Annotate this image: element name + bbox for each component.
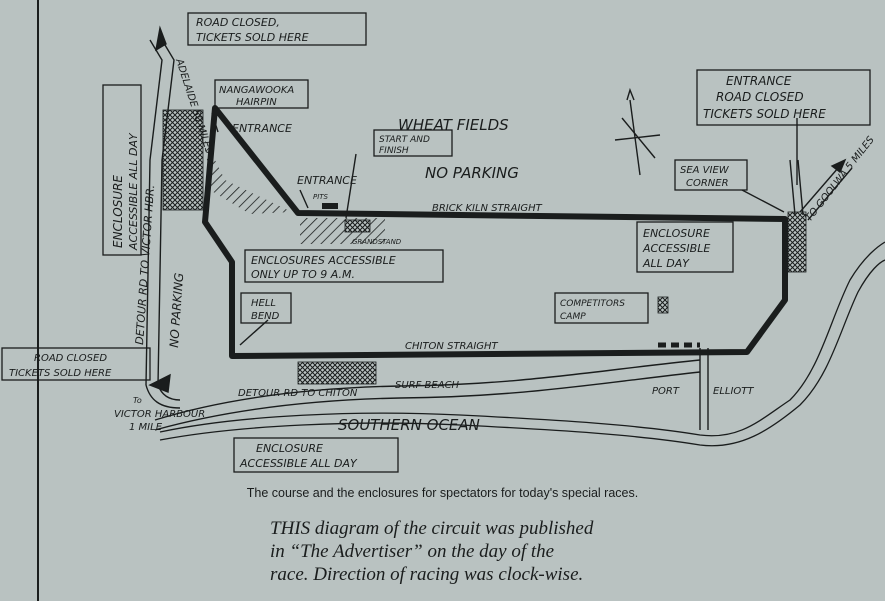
start-finish-line2: FINISH bbox=[379, 146, 409, 156]
road-closed-left-line1: ROAD CLOSED bbox=[34, 353, 107, 364]
coastline bbox=[159, 241, 885, 447]
hell-bend-line1: HELL bbox=[251, 298, 276, 309]
article-caption-line2: in “The Advertiser” on the day of the bbox=[270, 541, 555, 562]
entrance-right-line3: TICKETS SOLD HERE bbox=[703, 107, 826, 121]
race-circuit bbox=[202, 105, 788, 359]
nangawooka-enclosure-area bbox=[205, 140, 292, 214]
entrance-right-line1: ENTRANCE bbox=[726, 74, 792, 88]
southern-ocean-label: SOUTHERN OCEAN bbox=[338, 416, 480, 434]
brick-kiln-straight-label: BRICK KILN STRAIGHT bbox=[432, 203, 543, 214]
enclosure-areas bbox=[162, 109, 807, 385]
enclosure-9am-line1: ENCLOSURES ACCESSIBLE bbox=[251, 254, 396, 267]
surf-beach-label: SURF BEACH bbox=[395, 380, 460, 391]
wheat-fields-label: WHEAT FIELDS bbox=[398, 116, 509, 134]
nangawooka-box bbox=[214, 79, 309, 109]
enclosure-9am-box bbox=[244, 249, 444, 283]
direction-arrows bbox=[148, 25, 847, 393]
left-enclosure-box bbox=[102, 84, 142, 256]
nangawooka-line2: HAIRPIN bbox=[236, 97, 277, 108]
goolwa-label: TO GOOLWA 5 MILES bbox=[804, 134, 877, 224]
bottom-enclosure-line1: ENCLOSURE bbox=[256, 442, 323, 455]
nangawooka-line1: NANGAWOOKA bbox=[219, 85, 294, 96]
entrance-top-label: ENTRANCE bbox=[232, 122, 292, 135]
pits-area bbox=[322, 203, 338, 209]
road-closed-top-box bbox=[187, 12, 367, 46]
sea-view-line2: CORNER bbox=[686, 178, 729, 189]
article-caption: THIS diagram of the circuit was publishe… bbox=[270, 517, 670, 586]
left-enclosure-area bbox=[162, 109, 204, 211]
port-elliott-line1: PORT bbox=[652, 386, 680, 397]
port-elliott-line2: ELLIOTT bbox=[713, 386, 754, 397]
detour-chiton-label: DETOUR RD TO CHITON bbox=[238, 388, 358, 399]
competitors-line2: CAMP bbox=[560, 312, 586, 322]
entrance-mid-label: ENTRANCE bbox=[297, 174, 357, 187]
grandstand bbox=[344, 219, 371, 233]
entrance-right-line2: ROAD CLOSED bbox=[716, 90, 804, 104]
right-enclosure-box bbox=[636, 221, 734, 273]
competitors-line1: COMPETITORS bbox=[560, 299, 625, 309]
hell-bend-box bbox=[240, 292, 292, 324]
road-closed-top-line2: TICKETS SOLD HERE bbox=[196, 31, 309, 44]
grandstand-label: GRANDSTAND bbox=[352, 238, 402, 246]
right-enclosure-line1: ENCLOSURE bbox=[643, 227, 710, 240]
enclosure-9am-line2: ONLY UP TO 9 A.M. bbox=[251, 268, 355, 281]
victor-harbour-line2: VICTOR HARBOUR bbox=[114, 409, 205, 420]
article-caption-line3: race. Direction of racing was clock-wise… bbox=[270, 564, 584, 585]
hell-bend-line2: BEND bbox=[251, 311, 280, 322]
road-closed-left-box bbox=[1, 347, 151, 381]
no-parking-left-label: NO PARKING bbox=[167, 272, 186, 348]
pits-label: PITS bbox=[313, 193, 329, 201]
article-caption-line1: THIS diagram of the circuit was publishe… bbox=[270, 518, 594, 539]
right-enclosure-area bbox=[787, 211, 807, 273]
competitors-camp-marker bbox=[657, 296, 669, 314]
competitors-box bbox=[554, 292, 649, 324]
no-parking-top-label: NO PARKING bbox=[425, 164, 519, 182]
victor-harbour-line1: To bbox=[133, 396, 142, 405]
victor-harbour-line3: 1 MILE bbox=[129, 422, 163, 433]
bottom-enclosure-box bbox=[233, 437, 399, 473]
sea-view-line1: SEA VIEW bbox=[680, 165, 730, 176]
bottom-enclosure-line2: ACCESSIBLE ALL DAY bbox=[239, 457, 358, 470]
bottom-enclosure-area bbox=[297, 361, 377, 385]
sea-view-box bbox=[674, 159, 748, 191]
road-closed-top-line1: ROAD CLOSED, bbox=[196, 16, 280, 29]
left-enclosure-line1: ENCLOSURE bbox=[111, 175, 125, 248]
start-finish-line1: START AND bbox=[379, 135, 430, 145]
start-finish-box bbox=[373, 129, 453, 157]
entrance-right-box bbox=[696, 69, 871, 126]
chiton-straight-label: CHITON STRAIGHT bbox=[405, 341, 499, 352]
right-enclosure-line3: ALL DAY bbox=[642, 257, 690, 270]
left-enclosure-line2: ACCESSIBLE ALL DAY bbox=[127, 132, 140, 251]
map-caption: The course and the enclosures for specta… bbox=[246, 486, 639, 500]
compass-icon bbox=[614, 87, 661, 176]
road-closed-left-line2: TICKETS SOLD HERE bbox=[9, 368, 112, 379]
right-enclosure-line2: ACCESSIBLE bbox=[642, 242, 710, 255]
